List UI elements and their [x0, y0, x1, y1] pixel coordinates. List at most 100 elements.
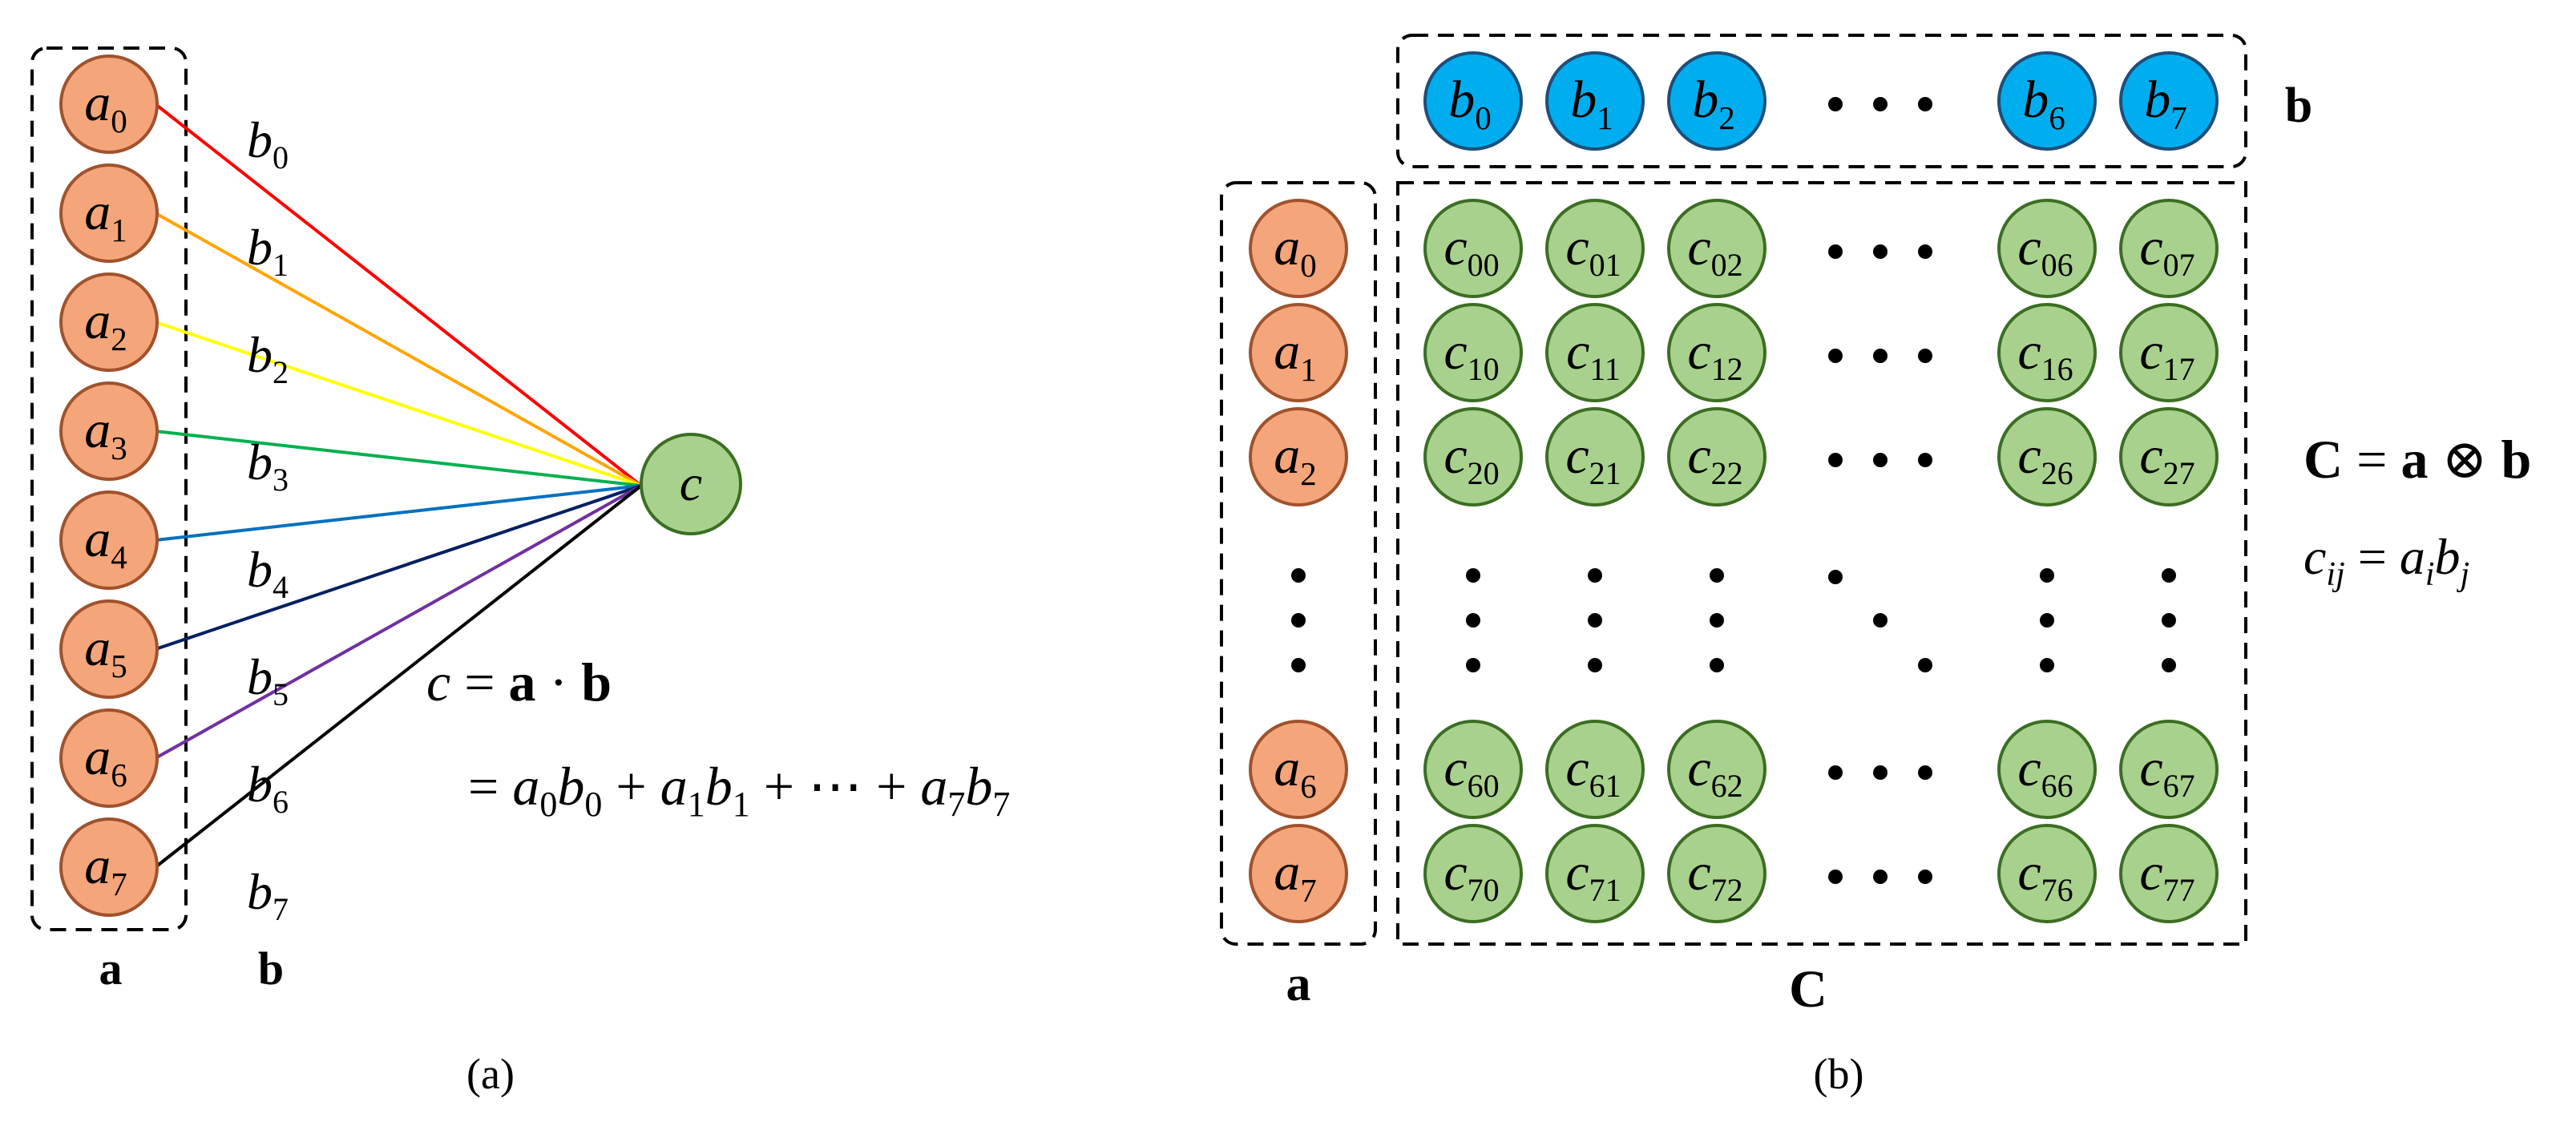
edge-3 — [155, 430, 642, 487]
eq-C: C — [2303, 429, 2343, 490]
a-node-label-7: a7 — [84, 837, 127, 902]
c-node-67 — [2119, 720, 2219, 819]
c-node-label-61: c61 — [1565, 739, 1621, 804]
c-node-base-77: c — [2139, 843, 2162, 902]
vdots-4-0 — [2040, 568, 2054, 583]
edge-label-0-base: b — [247, 111, 273, 168]
c-node-base-22: c — [1687, 426, 1710, 485]
c-node-00 — [1423, 199, 1523, 298]
c-node-base-62: c — [1687, 739, 1710, 797]
c-node-21 — [1545, 407, 1645, 507]
c-node-label-21: c21 — [1565, 426, 1621, 491]
expansion-part-9: 1 — [733, 785, 750, 824]
c-node-01 — [1545, 199, 1645, 298]
output-node-label: c — [680, 454, 702, 511]
c-node-base-27: c — [2139, 426, 2162, 485]
eq-equals: = — [450, 652, 508, 712]
a-node-label-2: a2 — [84, 292, 127, 357]
eq-cij: c — [2303, 528, 2326, 585]
b-node-label-2-sub: 2 — [1718, 99, 1735, 136]
b-node-0 — [1423, 51, 1523, 151]
c-node-sub-12: 12 — [1711, 351, 1743, 387]
expansion-part-3: b — [557, 756, 584, 817]
c-node-sub-61: 61 — [1589, 768, 1621, 804]
c-node-base-01: c — [1565, 218, 1589, 276]
b-node-3 — [1997, 51, 2097, 151]
c-node-label-06: c06 — [2017, 218, 2073, 283]
c-node-label-72: c72 — [1687, 843, 1742, 908]
b-node-label-2: b2 — [1692, 71, 1735, 136]
c-node-base-12: c — [1687, 322, 1710, 381]
c-node-22 — [1667, 407, 1766, 507]
hdots-1-2 — [1918, 244, 1932, 259]
edge-label-4-base: b — [247, 541, 273, 598]
vdots-4-2 — [2040, 658, 2054, 672]
c-node-12 — [1667, 303, 1766, 402]
hdots-1-0 — [1828, 244, 1843, 259]
c-node-base-10: c — [1443, 322, 1467, 381]
vdots-2-1 — [1588, 613, 1602, 628]
c-node-20 — [1423, 407, 1523, 507]
a-node-label-4-base: a — [1274, 843, 1300, 902]
vdots-2-0 — [1588, 568, 1602, 583]
expansion-part-11: a — [920, 756, 947, 817]
expansion-part-2: 0 — [539, 785, 557, 824]
a-node-label-5-sub: 5 — [111, 648, 127, 684]
caption-a: (a) — [466, 1050, 515, 1098]
a-node-label-3: a3 — [84, 401, 127, 466]
b-node-label-0-sub: 0 — [1475, 99, 1492, 136]
c-node-label-67: c67 — [2139, 739, 2194, 804]
edge-label-4-sub: 4 — [273, 569, 289, 605]
c-node-base-20: c — [1443, 426, 1467, 485]
c-node-base-02: c — [1687, 218, 1710, 276]
edge-label-7: b7 — [247, 863, 289, 927]
vector-b-label: b — [2285, 79, 2312, 133]
edge-0 — [154, 103, 643, 487]
a-node-label-0-sub: 0 — [1300, 247, 1317, 284]
a-node-4 — [59, 490, 159, 590]
dot-product-expansion: = a0b0 + a1b1 + ⋯ + a7b7 — [468, 756, 1010, 824]
vdots-1-0 — [1466, 568, 1480, 583]
expansion-part-12: 7 — [947, 785, 965, 824]
edge-label-6-base: b — [247, 756, 273, 813]
a-node-1 — [59, 163, 159, 263]
a-node-label-2-sub: 2 — [111, 321, 127, 357]
vector-a-label: a — [1286, 957, 1311, 1011]
a-node-label-7-sub: 7 — [111, 866, 127, 902]
c-node-06 — [1997, 199, 2097, 298]
c-node-label-07: c07 — [2139, 218, 2194, 283]
c-node-label-66: c66 — [2017, 739, 2073, 804]
edge-label-1: b1 — [247, 219, 289, 283]
vector-b-box — [1396, 34, 2247, 168]
c-node-sub-22: 22 — [1711, 455, 1743, 491]
c-node-label-00: c00 — [1443, 218, 1499, 283]
edge-label-7-sub: 7 — [273, 891, 289, 927]
edge-label-5: b5 — [247, 648, 289, 712]
c-node-sub-21: 21 — [1589, 455, 1621, 491]
edge-7 — [154, 484, 643, 869]
caption-b-text: (b) — [1814, 1050, 1864, 1098]
hdots-4-2 — [1918, 765, 1932, 780]
c-node-sub-77: 77 — [2163, 872, 2195, 908]
expansion-part-1: a — [512, 756, 539, 817]
hdots-1-1 — [1873, 244, 1888, 259]
eq-cij-sub: ij — [2326, 556, 2344, 593]
eq-dot: · — [536, 652, 582, 712]
c-node-sub-27: 27 — [2163, 455, 2195, 491]
hdots-0-1 — [1873, 97, 1888, 111]
c-node-71 — [1545, 824, 1645, 923]
eq-equals-2: = — [2345, 528, 2400, 585]
edge-label-2-sub: 2 — [273, 354, 289, 390]
c-node-base-72: c — [1687, 843, 1710, 902]
edge-6 — [155, 484, 642, 760]
hdots-0-0 — [1828, 97, 1843, 111]
vdots-3-2 — [1710, 658, 1724, 672]
hdots-3-1 — [1873, 453, 1888, 467]
a-node-label-4-sub: 7 — [1300, 872, 1317, 909]
c-node-sub-06: 06 — [2041, 247, 2073, 283]
c-node-label-22: c22 — [1687, 426, 1742, 491]
vdots-0-0 — [1291, 568, 1306, 583]
hdots-2-1 — [1873, 349, 1888, 363]
b-node-label-0: b0 — [1448, 71, 1492, 136]
